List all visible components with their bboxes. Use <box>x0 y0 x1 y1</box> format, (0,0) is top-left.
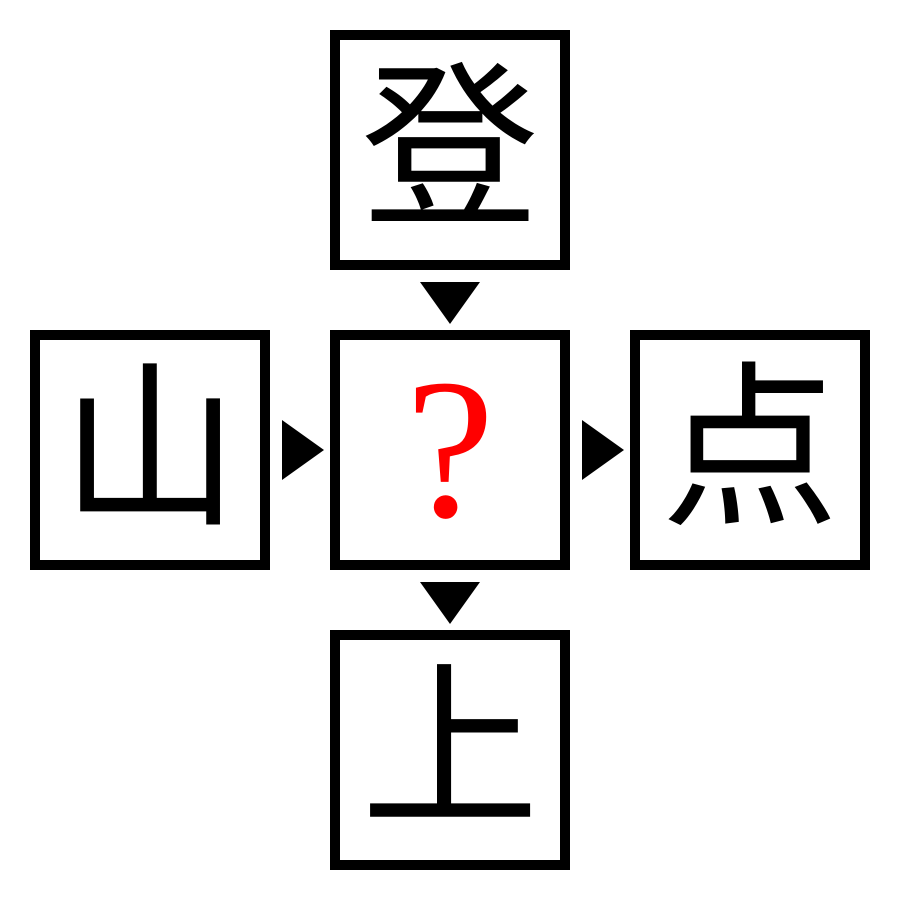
triangle-down-icon <box>420 582 480 624</box>
tile-left: 山 <box>30 330 270 570</box>
question-mark: ? <box>405 339 495 560</box>
triangle-down-icon <box>420 282 480 324</box>
tile-right: 点 <box>630 330 870 570</box>
kanji-left: 山 <box>61 346 239 553</box>
tile-center-answer[interactable]: ? <box>330 330 570 570</box>
tile-bottom: 上 <box>330 630 570 870</box>
tile-top: 登 <box>330 30 570 270</box>
kanji-bottom: 上 <box>361 646 539 853</box>
kanji-top: 登 <box>361 46 539 253</box>
triangle-right-icon <box>282 420 324 480</box>
kanji-right: 点 <box>661 346 839 553</box>
triangle-right-icon <box>582 420 624 480</box>
